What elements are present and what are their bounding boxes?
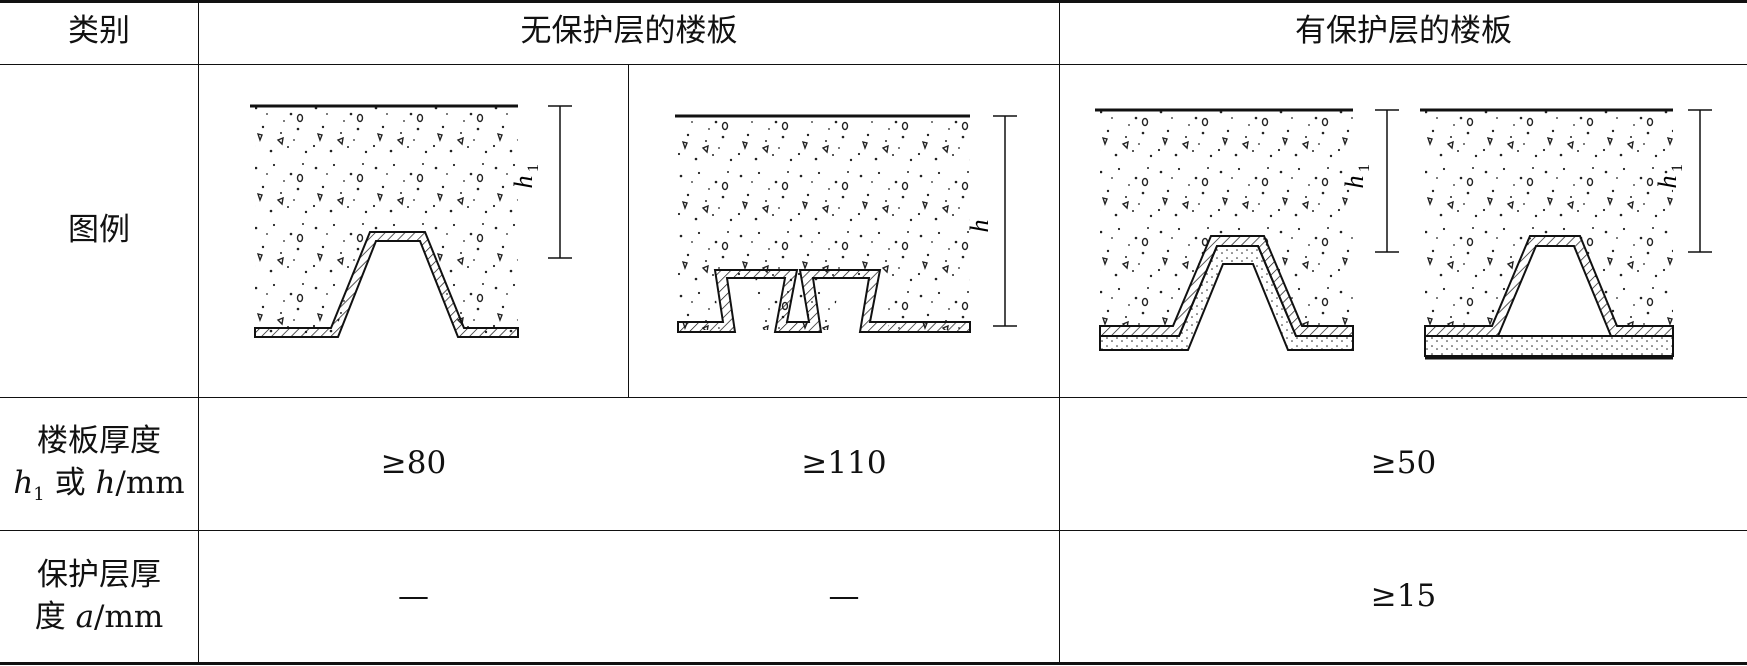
header-rule (0, 64, 1747, 65)
concrete-fill (1425, 110, 1673, 326)
table-top-rule (0, 0, 1747, 3)
protection-value-trapezoid: — (398, 577, 429, 614)
col-rule-3 (1059, 0, 1060, 665)
thickness-label-line1: 楼板厚度 (37, 422, 161, 459)
steel-deck (677, 269, 971, 333)
dim-label-h1: h 1 (1653, 164, 1686, 189)
legend-row-label: 图例 (68, 212, 130, 249)
concrete-fill (678, 116, 970, 330)
concrete-fill (1100, 110, 1353, 326)
legend-figure-protected-deck-b: h 1 (1420, 108, 1712, 360)
col-rule-2 (628, 65, 629, 398)
svg-text:h: h (1340, 176, 1369, 189)
h1-symbol: h (13, 464, 34, 501)
table-bottom-rule (0, 662, 1747, 665)
protection-layer (1424, 335, 1674, 357)
a-symbol: a (75, 598, 95, 635)
thickness-value-reentrant: ≥110 (801, 445, 887, 482)
protection-label-line1: 保护层厚 (37, 556, 161, 593)
svg-text:1: 1 (525, 164, 542, 172)
concrete-fill (255, 106, 518, 337)
legend-figure-trapezoid-deck: h 1 (250, 104, 572, 338)
dim-label-h1: h 1 (1340, 164, 1373, 189)
protection-value-reentrant: — (828, 577, 860, 614)
dim-label-h1: h 1 (509, 164, 542, 189)
thickness-value-trapezoid: ≥80 (380, 445, 447, 482)
legend-figure-reentrant-deck: h (675, 114, 1017, 333)
header-category: 类别 (68, 13, 130, 50)
h-symbol: h (95, 464, 116, 501)
thickness-label-line2: h1 或 h/mm (13, 463, 184, 507)
protection-value-protected: ≥15 (1370, 577, 1437, 614)
header-no-protection: 无保护层的楼板 (520, 13, 738, 50)
svg-text:h: h (1653, 176, 1682, 189)
thickness-row-label: 楼板厚度 h1 或 h/mm (0, 398, 198, 530)
protection-row-label: 保护层厚 度 a/mm (0, 531, 198, 662)
thickness-row-rule (0, 530, 1747, 531)
steel-deck (254, 231, 519, 338)
dim-label-h: h (965, 220, 994, 233)
legend-figure-protected-deck-a: h 1 (1095, 108, 1399, 351)
header-with-protection: 有保护层的楼板 (1295, 13, 1512, 50)
protection-label-line2: 度 a/mm (35, 597, 164, 639)
thickness-unit: /mm (115, 464, 185, 501)
protection-unit: /mm (94, 598, 164, 635)
protection-label-prefix: 度 (34, 598, 66, 635)
h1-subscript: 1 (33, 483, 45, 505)
col-rule-1 (198, 0, 199, 665)
legend-row-rule (0, 397, 1747, 398)
svg-text:1: 1 (1669, 164, 1686, 172)
protection-layer (1099, 245, 1354, 351)
svg-text:1: 1 (1356, 164, 1373, 172)
thickness-value-protected: ≥50 (1370, 445, 1437, 482)
svg-text:h: h (509, 176, 538, 189)
or-text: 或 (54, 464, 86, 501)
